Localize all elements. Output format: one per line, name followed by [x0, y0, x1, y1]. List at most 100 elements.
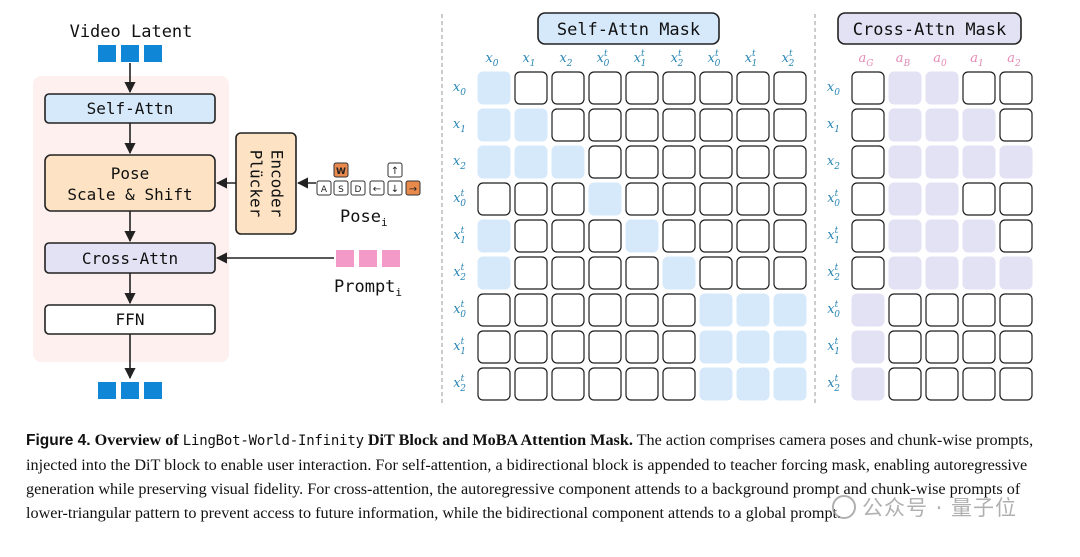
- mask-cell-active: [514, 145, 548, 179]
- mask-cell-empty: [551, 71, 585, 105]
- mask-cell-active: [625, 219, 659, 253]
- latent-token: [144, 382, 162, 399]
- mask-cell-empty: [662, 367, 696, 401]
- mask-cell-empty: [662, 293, 696, 327]
- mask-cell-empty: [514, 182, 548, 216]
- mask-cell-empty: [625, 182, 659, 216]
- mask-column-label: aB: [896, 51, 911, 69]
- mask-cell-active: [925, 182, 959, 216]
- mask-row-label: x2: [453, 154, 466, 172]
- key-w: [333, 162, 349, 178]
- mask-cell-empty: [662, 330, 696, 364]
- mask-cell-active: [851, 293, 885, 327]
- mask-cell-empty: [551, 108, 585, 142]
- mask-cell-empty: [925, 293, 959, 327]
- mask-cell-empty: [999, 330, 1033, 364]
- mask-cell-empty: [888, 330, 922, 364]
- mask-cell-active: [477, 219, 511, 253]
- mask-cell-empty: [588, 330, 622, 364]
- mask-cell-empty: [625, 367, 659, 401]
- mask-cell-empty: [662, 182, 696, 216]
- mask-cell-empty: [662, 145, 696, 179]
- mask-row-label: x1: [453, 117, 466, 135]
- mask-cell-empty: [736, 256, 770, 290]
- scale-shift-label: Scale & Shift: [67, 185, 192, 204]
- mask-column-label: x1: [522, 51, 535, 69]
- output-latent-tokens: [98, 382, 162, 399]
- mask-cell-active: [773, 330, 807, 364]
- mask-cell-empty: [888, 293, 922, 327]
- latent-token: [98, 45, 116, 62]
- mask-cell-empty: [773, 219, 807, 253]
- mask-cell-empty: [999, 219, 1033, 253]
- mask-cell-empty: [588, 71, 622, 105]
- key-up: [387, 162, 403, 178]
- mask-cell-empty: [662, 219, 696, 253]
- mask-cell-active: [551, 145, 585, 179]
- caption-model-name: LingBot-World-Infinity: [182, 433, 364, 449]
- mask-cell-empty: [514, 330, 548, 364]
- latent-token: [144, 45, 162, 62]
- mask-cell-active: [962, 145, 996, 179]
- mask-cell-empty: [551, 293, 585, 327]
- mask-cell-empty: [999, 71, 1033, 105]
- key-a: [316, 180, 332, 196]
- cross-attn-mask-title-box: [837, 12, 1022, 45]
- mask-cell-active: [925, 256, 959, 290]
- self-attn-mask-title-box: [537, 12, 720, 45]
- mask-cell-active: [588, 182, 622, 216]
- key-d-label: D: [355, 185, 362, 195]
- mask-cell-empty: [925, 330, 959, 364]
- mask-cell-empty: [625, 330, 659, 364]
- mask-cell-empty: [773, 145, 807, 179]
- mask-cell-empty: [588, 108, 622, 142]
- wechat-logo-icon: [832, 495, 856, 519]
- key-s-label: S: [338, 185, 344, 195]
- mask-cell-active: [888, 145, 922, 179]
- mask-cell-empty: [588, 367, 622, 401]
- mask-cell-active: [477, 145, 511, 179]
- mask-cell-empty: [699, 71, 733, 105]
- key-left-label: ←: [373, 184, 381, 195]
- mask-column-label: aG: [859, 51, 874, 69]
- mask-cell-empty: [477, 330, 511, 364]
- cross-attn-label: Cross-Attn: [82, 249, 178, 268]
- mask-cell-empty: [851, 71, 885, 105]
- mask-cell-empty: [851, 256, 885, 290]
- mask-cell-empty: [699, 145, 733, 179]
- keyboard-icon: W ↑ A S D ← ↓ →: [316, 162, 421, 196]
- key-w-label: W: [336, 167, 346, 177]
- mask-cell-empty: [962, 71, 996, 105]
- ffn-label: FFN: [116, 310, 145, 329]
- mask-cell-empty: [699, 219, 733, 253]
- mask-column-label: a0: [933, 51, 947, 69]
- mask-cell-active: [851, 367, 885, 401]
- mask-cell-active: [925, 145, 959, 179]
- mask-cell-empty: [662, 108, 696, 142]
- mask-cell-empty: [773, 108, 807, 142]
- mask-cell-active: [477, 256, 511, 290]
- key-d: [350, 180, 366, 196]
- mask-cell-active: [477, 108, 511, 142]
- mask-cell-empty: [851, 219, 885, 253]
- mask-cell-empty: [773, 182, 807, 216]
- mask-cell-active: [736, 330, 770, 364]
- mask-cell-active: [773, 293, 807, 327]
- mask-cell-empty: [477, 293, 511, 327]
- mask-cell-empty: [625, 71, 659, 105]
- mask-cell-active: [999, 145, 1033, 179]
- mask-cell-empty: [999, 293, 1033, 327]
- mask-row-label: x1: [827, 117, 840, 135]
- mask-cell-empty: [962, 293, 996, 327]
